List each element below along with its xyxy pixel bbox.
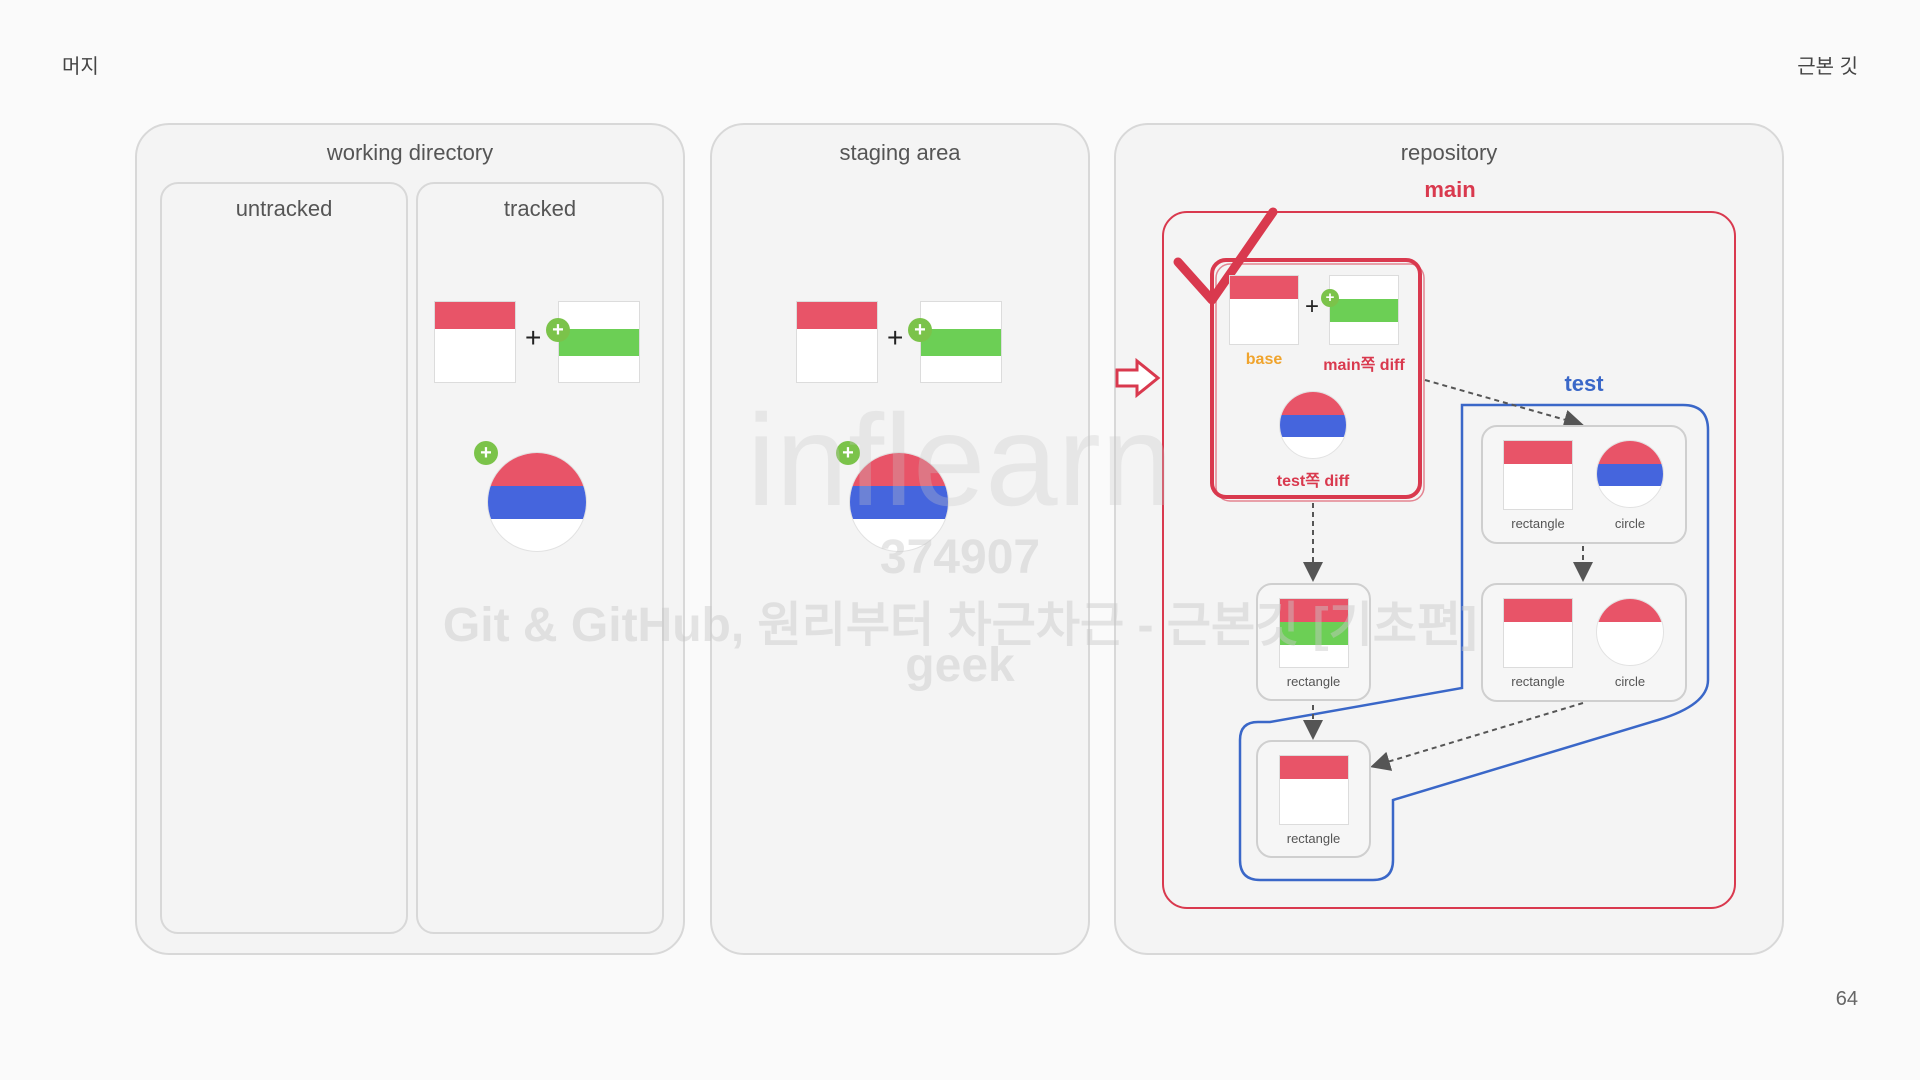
working-directory-title: working directory xyxy=(326,140,494,165)
circle-diff-icon xyxy=(849,452,949,552)
commit-label: circle xyxy=(1614,674,1646,689)
green-diff-rectangle-icon xyxy=(920,301,1002,383)
added-badge-icon: + xyxy=(474,441,498,465)
watermark-id: 374907 xyxy=(879,531,1041,584)
circle-diff-icon xyxy=(487,452,587,552)
added-badge-icon: + xyxy=(1321,289,1339,307)
main-branch-outline xyxy=(1162,211,1736,909)
added-badge-icon: + xyxy=(836,441,860,465)
rectangle-icon xyxy=(1503,440,1573,510)
commit-label: rectangle xyxy=(1511,516,1565,531)
base-label: base xyxy=(1245,351,1283,368)
parent-arrow xyxy=(1370,702,1584,771)
plus-operator: + xyxy=(887,322,904,353)
rectangle-icon xyxy=(1279,598,1349,668)
main-diff-rectangle-icon xyxy=(1329,275,1399,345)
added-badge-icon: + xyxy=(908,318,932,342)
test-diff-circle-icon xyxy=(1279,391,1347,459)
base-rectangle-icon xyxy=(1229,275,1299,345)
staging-area-title: staging area xyxy=(839,140,961,165)
test-branch-outline xyxy=(1238,403,1710,882)
plus-operator: + xyxy=(525,322,542,353)
tracked-title: tracked xyxy=(503,196,577,221)
watermark-course: Git & GitHub, 원리부터 차근차근 - 근본깃 [기초편] xyxy=(442,599,1478,652)
untracked-title: untracked xyxy=(235,196,333,221)
merge-candidate-box xyxy=(1210,258,1422,499)
main-diff-label: main쪽 diff xyxy=(1323,357,1405,374)
checkmark-icon xyxy=(1173,207,1278,305)
circle-icon xyxy=(1596,440,1664,508)
page-number: 64 xyxy=(1835,988,1858,1010)
base-rectangle-icon xyxy=(796,301,878,383)
watermark-logo: inflearn xyxy=(746,387,1174,533)
test-branch-label: test xyxy=(1564,371,1604,396)
rectangle-icon xyxy=(1503,598,1573,668)
green-diff-rectangle-icon xyxy=(558,301,640,383)
watermark-user: geek xyxy=(905,639,1015,692)
rectangle-icon xyxy=(1279,755,1349,825)
main-branch-label: main xyxy=(1424,177,1476,202)
commit-label: circle xyxy=(1614,516,1646,531)
course-title: 근본 깃 xyxy=(1797,56,1858,78)
merge-arrow-icon xyxy=(1115,357,1161,399)
base-rectangle-icon xyxy=(434,301,516,383)
added-badge-icon: + xyxy=(546,318,570,342)
commit-label: rectangle xyxy=(1286,674,1341,689)
plus-operator: + xyxy=(1305,293,1320,320)
section-title: 머지 xyxy=(62,56,99,78)
commit-label: rectangle xyxy=(1511,674,1565,689)
commit-label: rectangle xyxy=(1286,831,1341,846)
untracked-panel: untracked xyxy=(160,182,408,934)
circle-icon xyxy=(1596,598,1664,666)
test-diff-label: test쪽 diff xyxy=(1276,473,1350,490)
repository-title: repository xyxy=(1400,140,1498,165)
